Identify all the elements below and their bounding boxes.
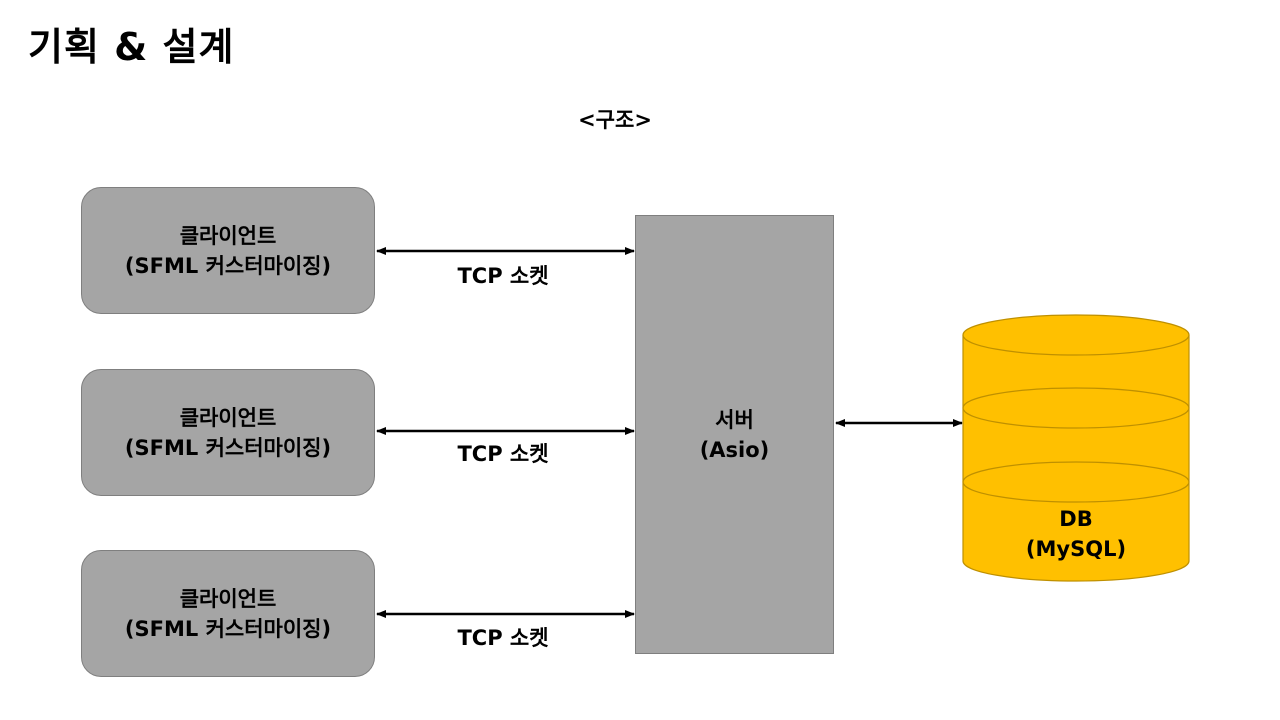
database-cylinder-icon [962,314,1190,582]
connection-label-3: TCP 소켓 [457,626,549,650]
database-node-name: DB [1059,507,1093,531]
client-node-1: 클라이언트 (SFML 커스터마이징) [81,187,375,314]
database-node: DB (MySQL) [963,504,1189,564]
client-node-1-tech: (SFML 커스터마이징) [124,253,332,278]
client-node-3: 클라이언트 (SFML 커스터마이징) [81,550,375,677]
database-node-tech: (MySQL) [1025,537,1127,561]
client-node-2-tech: (SFML 커스터마이징) [124,435,332,460]
client-node-2-name: 클라이언트 [179,405,277,430]
client-node-1-name: 클라이언트 [179,223,277,248]
client-node-2: 클라이언트 (SFML 커스터마이징) [81,369,375,496]
server-node: 서버 (Asio) [635,215,834,654]
server-node-name: 서버 [715,407,754,432]
page-title: 기획 & 설계 [28,25,235,69]
server-node-tech: (Asio) [699,437,770,462]
client-node-3-tech: (SFML 커스터마이징) [124,616,332,641]
connection-label-2: TCP 소켓 [457,442,549,466]
client-node-3-name: 클라이언트 [179,586,277,611]
connection-label-1: TCP 소켓 [457,264,549,288]
diagram-title: <구조> [578,108,652,132]
